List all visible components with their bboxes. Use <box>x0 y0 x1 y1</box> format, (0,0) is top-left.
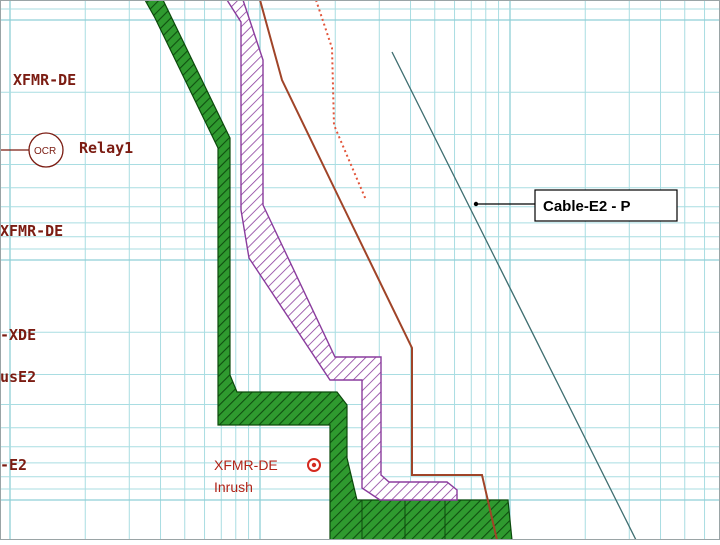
cable-callout-label: Cable-E2 - P <box>543 198 631 215</box>
device-label-xfmr-top[interactable]: XFMR-DE <box>13 71 76 89</box>
device-label-be2[interactable]: -E2 <box>0 456 27 474</box>
device-label-buse2[interactable]: usE2 <box>0 368 36 386</box>
device-label-xfmr-mid[interactable]: XFMR-DE <box>0 222 63 240</box>
cable-callout-box[interactable] <box>534 189 678 222</box>
ocr-relay-icon[interactable] <box>28 132 64 168</box>
brown-tcc-curve <box>259 0 498 541</box>
cable-damage-line <box>391 51 637 541</box>
device-label-relay1[interactable]: Relay1 <box>79 139 133 157</box>
target-point-icon[interactable] <box>307 458 321 472</box>
purple-relay-band <box>226 0 458 501</box>
device-label-xde[interactable]: -XDE <box>0 326 36 344</box>
ocr-relay-text: OCR <box>34 146 56 157</box>
cable-callout-pointer <box>473 201 479 207</box>
inrush-label-line2: Inrush <box>214 479 253 495</box>
green-damage-band <box>144 0 513 541</box>
inrush-label-line1: XFMR-DE <box>214 457 278 473</box>
dotted-tcc-curve <box>315 0 367 201</box>
